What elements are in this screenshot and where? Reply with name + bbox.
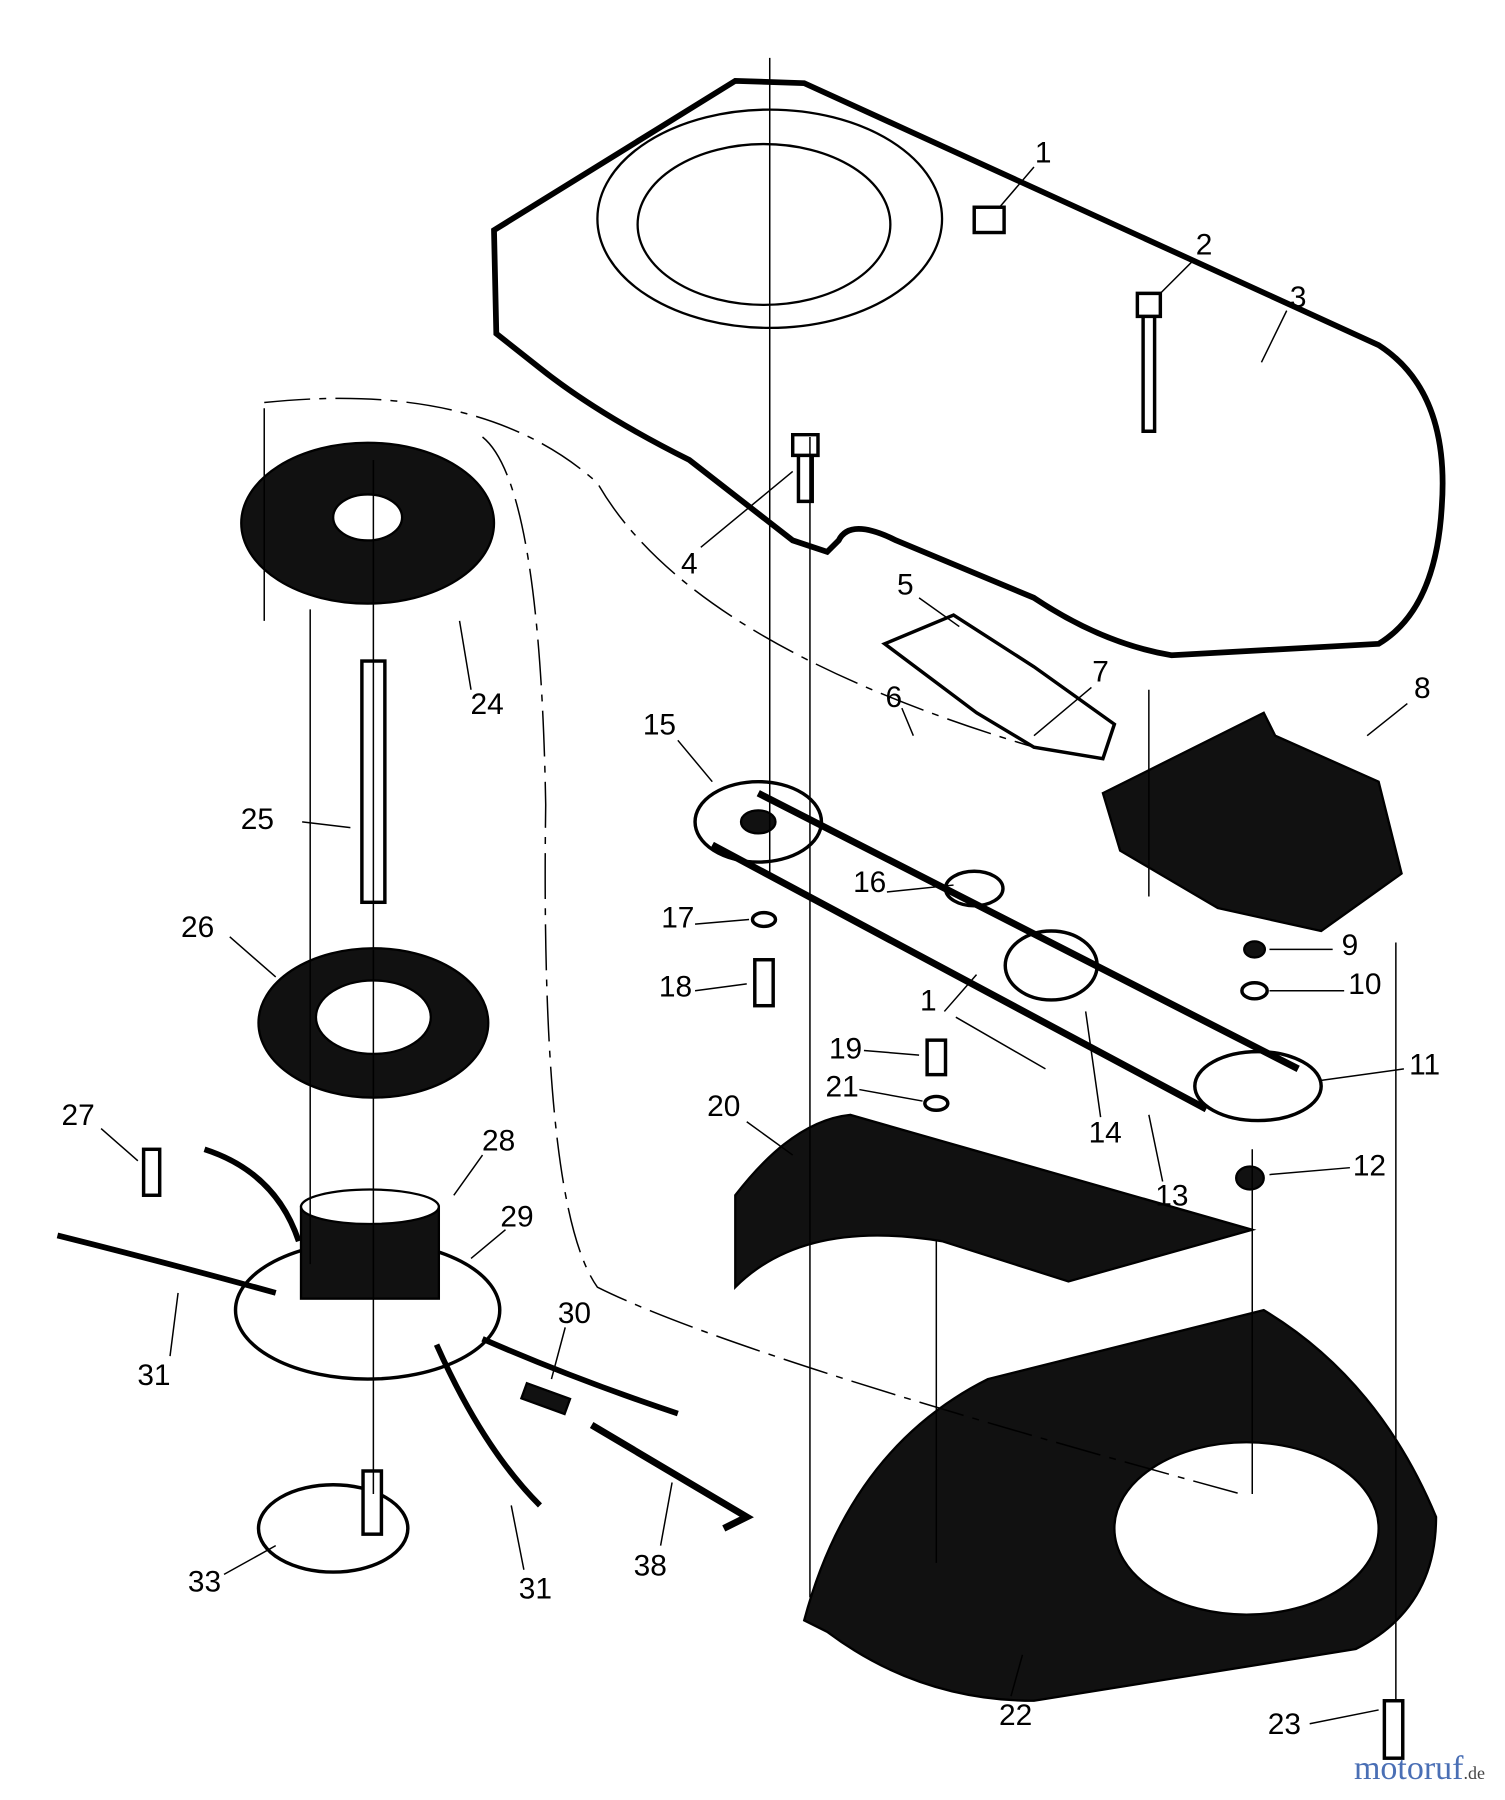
- callout-30: 30: [558, 1297, 591, 1330]
- washer-part-21: [923, 1094, 950, 1112]
- watermark-logo: motoruf.de: [1353, 1750, 1485, 1787]
- callout-27: 27: [62, 1099, 95, 1132]
- screw-part-19: [925, 1038, 948, 1077]
- callout-31-right: 31: [519, 1573, 552, 1606]
- callout-38: 38: [634, 1550, 667, 1583]
- bolt-part-4: [790, 432, 820, 504]
- nut-part-1: [972, 205, 1006, 235]
- callout-2: 2: [1196, 228, 1213, 261]
- callout-6: 6: [886, 681, 903, 714]
- nut-part-9: [1243, 940, 1267, 959]
- housing-part-3: [491, 77, 1446, 659]
- screw-part-27: [141, 1147, 162, 1197]
- callout-26: 26: [181, 911, 214, 944]
- callout-3: 3: [1290, 281, 1307, 314]
- cover-part-8: [1101, 711, 1403, 933]
- callout-13: 13: [1155, 1180, 1188, 1213]
- bracket-part-5: [881, 613, 1117, 761]
- callout-22: 22: [999, 1699, 1032, 1732]
- callout-24: 24: [471, 688, 504, 721]
- callout-1: 1: [1035, 136, 1052, 169]
- callout-21: 21: [826, 1070, 859, 1103]
- callout-20: 20: [707, 1090, 740, 1123]
- callout-18: 18: [659, 971, 692, 1004]
- cap-part-33: [256, 1483, 410, 1574]
- callout-23: 23: [1268, 1708, 1301, 1741]
- callout-31-left: 31: [137, 1359, 170, 1392]
- line-part-31: [56, 1146, 542, 1508]
- bolt-part-18: [753, 958, 775, 1008]
- callout-8: 8: [1414, 672, 1431, 705]
- callout-33: 33: [188, 1566, 221, 1599]
- callout-1-lower: 1: [920, 984, 937, 1017]
- line-part-30: [481, 1336, 679, 1417]
- callout-12: 12: [1353, 1150, 1386, 1183]
- callout-5: 5: [897, 568, 914, 601]
- callout-9: 9: [1342, 929, 1359, 962]
- callout-25: 25: [241, 803, 274, 836]
- callout-17: 17: [661, 902, 694, 935]
- bushing-part-12: [1235, 1165, 1265, 1191]
- callout-16: 16: [853, 866, 886, 899]
- callout-10: 10: [1348, 968, 1381, 1001]
- washer-part-10: [1240, 980, 1269, 1001]
- callout-28: 28: [482, 1124, 515, 1157]
- callout-19: 19: [829, 1033, 862, 1066]
- callout-4: 4: [681, 548, 698, 581]
- callout-29: 29: [500, 1200, 533, 1233]
- callout-11: 11: [1409, 1049, 1440, 1082]
- callout-7: 7: [1092, 656, 1109, 689]
- bolt-part-23: [1382, 1699, 1405, 1760]
- pulley-part-11: [1193, 1049, 1323, 1123]
- callout-15: 15: [643, 709, 676, 742]
- washer-part-17: [750, 910, 778, 929]
- spring-part-30: [519, 1381, 572, 1416]
- callout-14: 14: [1089, 1116, 1122, 1149]
- key-part-38: [589, 1422, 754, 1532]
- belt-part-13: [710, 790, 1300, 1113]
- bolt-part-2: [1135, 291, 1163, 433]
